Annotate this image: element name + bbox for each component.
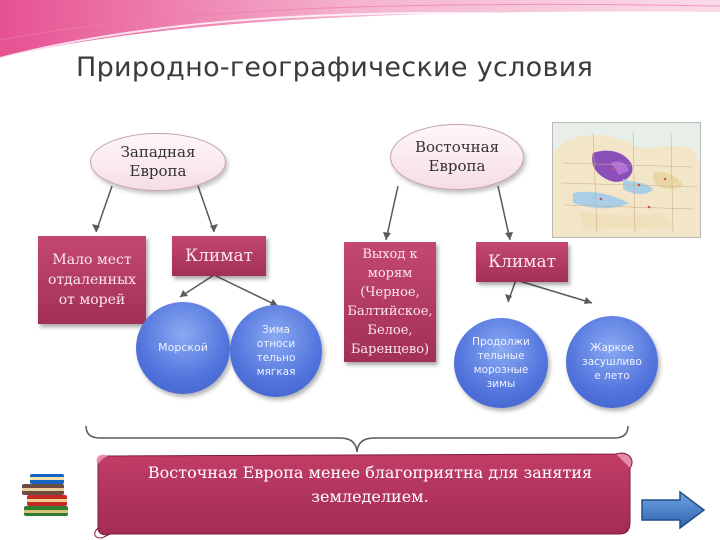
map-drawing — [553, 123, 700, 237]
climate-type-line: тельные — [477, 350, 525, 362]
map-image — [552, 122, 701, 238]
west-sea-access-box: Мало мест отдаленных от морей — [38, 236, 146, 324]
next-arrow-icon[interactable] — [640, 490, 706, 530]
east-climate-hot-summer-circle: Жаркое засушливо е лето — [566, 316, 658, 408]
climate-type-line: мягкая — [256, 366, 296, 378]
west-climate-maritime-circle: Морской — [136, 302, 230, 394]
climate-type-line: засушливо — [582, 356, 642, 368]
climate-type-label: Морской — [158, 341, 208, 354]
western-europe-label-line: Западная — [120, 143, 196, 161]
west-climate-mild-winter-circle: Зима относи тельно мягкая — [230, 305, 322, 397]
climate-type-line: морозные — [473, 364, 529, 376]
books-icon — [22, 474, 68, 516]
climate-type-line: относи — [256, 338, 296, 350]
climate-type-line: Продолжи — [472, 336, 530, 348]
conclusion-banner — [94, 452, 633, 539]
east-climate-box: Климат — [476, 242, 568, 282]
page-title: Природно-географические условия — [76, 52, 594, 83]
east-sea-access-box: Выход к морям (Черное, Балтийское, Белое… — [344, 242, 436, 362]
header-swoosh — [0, 0, 720, 59]
west-climate-label: Климат — [184, 246, 254, 266]
west-feature-line: Мало мест — [52, 252, 132, 268]
east-climate-label: Климат — [487, 252, 557, 272]
east-feature-line: Баренцево) — [350, 342, 430, 357]
east-feature-line: морям — [367, 266, 413, 281]
western-europe-label-line: Европа — [129, 162, 187, 180]
west-climate-box: Климат — [172, 236, 266, 276]
climate-type-line: Зима — [262, 324, 290, 336]
climate-type-line: тельно — [256, 352, 296, 364]
eastern-europe-node: Восточная Европа — [390, 124, 524, 190]
east-feature-line: Выход к — [362, 247, 418, 262]
climate-type-line: зимы — [486, 378, 516, 390]
conclusion-line: Восточная Европа менее благоприятна для … — [147, 463, 593, 482]
east-feature-line: Балтийское, — [347, 304, 433, 319]
west-feature-line: от морей — [58, 292, 126, 308]
eastern-europe-label-line: Восточная — [414, 138, 500, 156]
climate-type-line: Жаркое — [590, 342, 634, 354]
east-feature-line: Белое, — [367, 323, 413, 338]
western-europe-node: Западная Европа — [90, 133, 226, 191]
conclusion-text: Восточная Европа менее благоприятна для … — [140, 461, 600, 509]
west-feature-line: отдаленных — [47, 272, 137, 288]
east-feature-line: (Черное, — [360, 285, 420, 300]
eastern-europe-label-line: Европа — [428, 157, 486, 175]
east-climate-cold-winter-circle: Продолжи тельные морозные зимы — [454, 318, 548, 408]
climate-type-line: е лето — [594, 370, 630, 382]
conclusion-line: земледелием. — [311, 487, 429, 506]
